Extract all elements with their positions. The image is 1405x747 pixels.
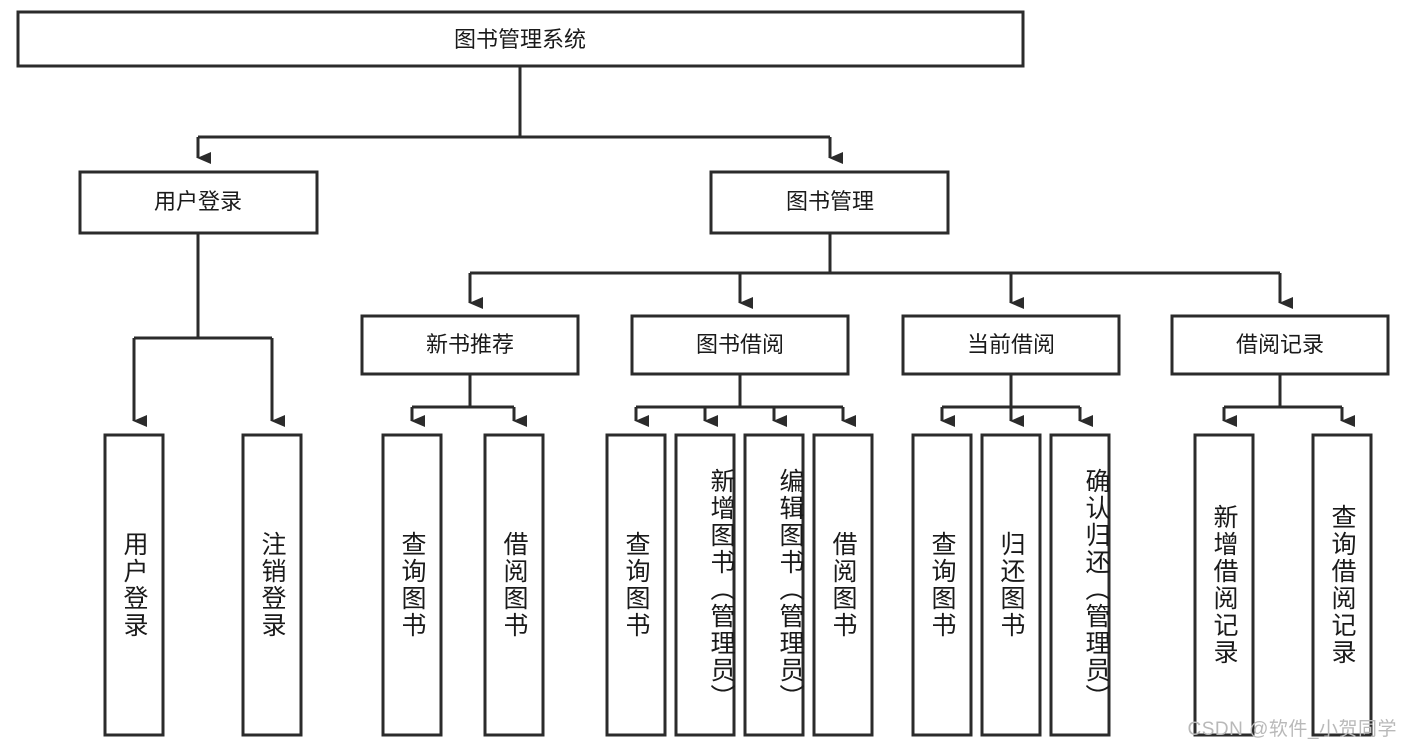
node-new-book-recommend-box	[360, 314, 580, 376]
node-user-login-box	[78, 170, 319, 235]
leaf-box-book-borrow-3[interactable]	[743, 433, 805, 737]
leaf-box-borrow-record-1[interactable]	[1193, 433, 1255, 737]
leaf-box-new-book-2[interactable]	[483, 433, 545, 737]
leaf-box-book-borrow-2[interactable]	[674, 433, 736, 737]
node-book-borrow[interactable]: 图书借阅	[630, 314, 850, 376]
node-user-login[interactable]: 用户登录	[78, 170, 319, 235]
node-borrow-record-box	[1170, 314, 1390, 376]
leaf-box-current-borrow-1[interactable]	[911, 433, 973, 737]
node-current-borrow[interactable]: 当前借阅	[901, 314, 1121, 376]
node-new-book-recommend-label: 新书推荐	[426, 332, 514, 357]
leaf-box-book-borrow-1[interactable]	[605, 433, 667, 737]
leaf-box-book-borrow-4[interactable]	[812, 433, 874, 737]
leaf-box-new-book-1[interactable]	[381, 433, 443, 737]
node-book-management-label: 图书管理	[786, 189, 874, 214]
watermark-text: CSDN @软件_小贺同学	[1187, 719, 1397, 740]
node-user-login-label: 用户登录	[154, 189, 242, 214]
node-current-borrow-box	[901, 314, 1121, 376]
node-root-label: 图书管理系统	[454, 27, 586, 52]
leaf-box-borrow-record-2[interactable]	[1311, 433, 1373, 737]
node-book-management-box	[709, 170, 950, 235]
node-new-book-recommend[interactable]: 新书推荐	[360, 314, 580, 376]
leaf-box-current-borrow-2[interactable]	[980, 433, 1042, 737]
node-book-management[interactable]: 图书管理	[709, 170, 950, 235]
leaf-box-current-borrow-3[interactable]	[1049, 433, 1111, 737]
node-borrow-record[interactable]: 借阅记录	[1170, 314, 1390, 376]
node-root[interactable]: 图书管理系统	[16, 10, 1025, 68]
node-book-borrow-label: 图书借阅	[696, 332, 784, 357]
node-root-box	[16, 10, 1025, 68]
node-current-borrow-label: 当前借阅	[967, 332, 1055, 357]
node-borrow-record-label: 借阅记录	[1236, 332, 1324, 357]
leaf-box-user-login-2[interactable]	[241, 433, 303, 737]
node-book-borrow-box	[630, 314, 850, 376]
leaf-box-user-login-1[interactable]	[103, 433, 165, 737]
